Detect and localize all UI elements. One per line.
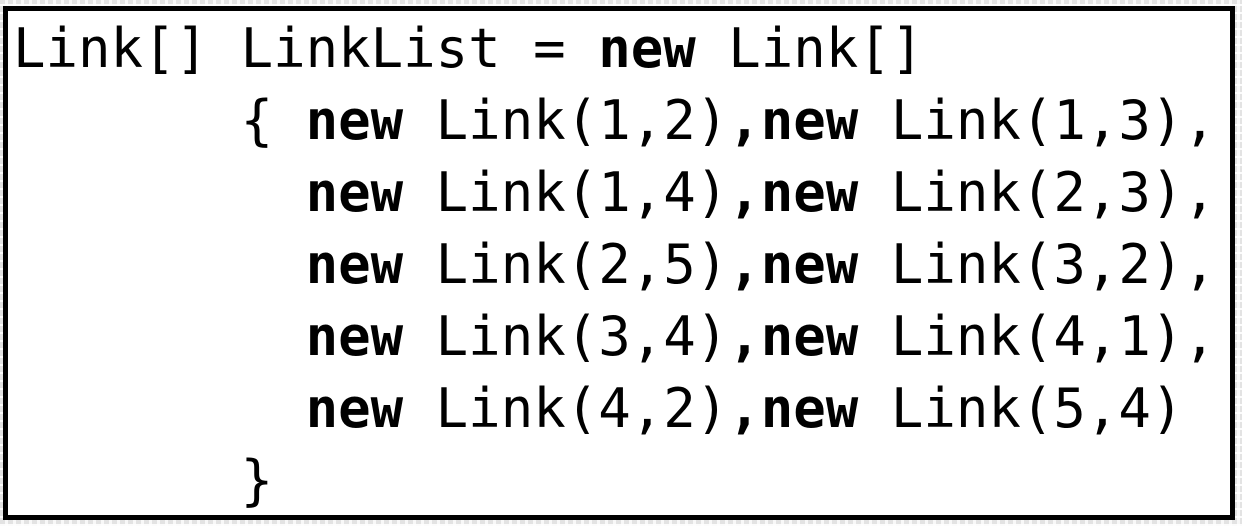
code-line: new Link(4,2),new Link(5,4) [13,373,1230,445]
keyword-segment: new [305,89,404,152]
code-line: Link[] LinkList = new Link[] [13,13,1230,85]
keyword-segment: ,new [728,305,859,368]
code-segment: Link(3,4) [403,305,729,368]
code-line: new Link(2,5),new Link(3,2), [13,229,1230,301]
code-segment: Link(3,2), [858,233,1216,296]
code-line: } [13,445,1230,517]
code-segment: Link(5,4) [858,377,1184,440]
keyword-segment: ,new [728,89,859,152]
code-segment: Link[] LinkList = [13,17,599,80]
keyword-segment: new [305,305,404,368]
code-block: Link[] LinkList = new Link[] { new Link(… [8,11,1230,517]
code-segment [13,377,306,440]
code-line: new Link(1,4),new Link(2,3), [13,157,1230,229]
code-segment: Link(1,2) [403,89,729,152]
keyword-segment: new [598,17,696,80]
code-segment [13,233,306,296]
code-segment: } [13,449,274,512]
keyword-segment: new [305,377,404,440]
code-segment: Link(4,2) [403,377,729,440]
code-segment: { [13,89,306,152]
code-segment: Link[] [695,17,924,80]
keyword-segment: ,new [728,161,859,224]
keyword-segment: ,new [728,377,859,440]
code-segment: Link(1,4) [403,161,729,224]
code-segment: Link(4,1), [858,305,1216,368]
keyword-segment: ,new [728,233,859,296]
keyword-segment: new [305,233,404,296]
code-segment: Link(2,3), [858,161,1216,224]
keyword-segment: new [305,161,404,224]
code-panel: Link[] LinkList = new Link[] { new Link(… [3,6,1235,520]
code-segment: Link(1,3), [858,89,1216,152]
code-line: new Link(3,4),new Link(4,1), [13,301,1230,373]
code-segment [13,161,306,224]
code-segment [13,305,306,368]
code-segment: Link(2,5) [403,233,729,296]
code-line: { new Link(1,2),new Link(1,3), [13,85,1230,157]
